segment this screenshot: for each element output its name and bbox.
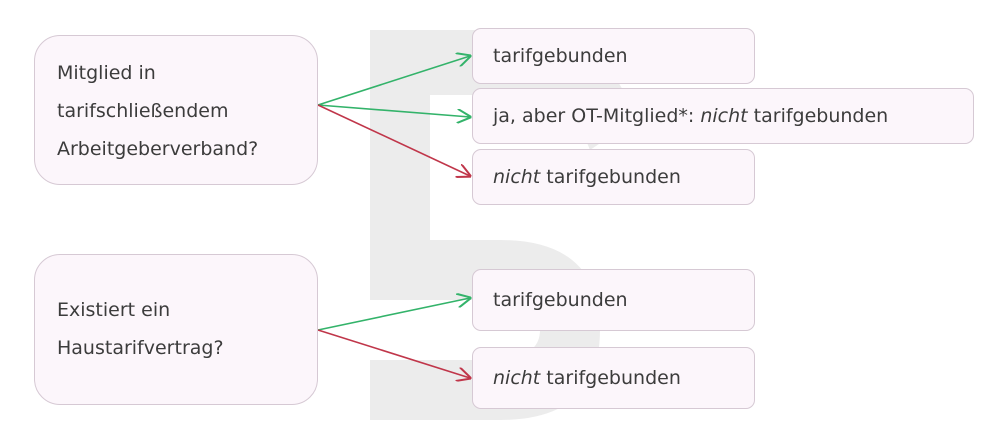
question-line: Haustarifvertrag? [57, 337, 224, 359]
question-line: Mitglied in [57, 62, 156, 84]
answer-box-ot-mitglied: ja, aber OT-Mitglied*: nicht tarifgebund… [472, 88, 974, 144]
question-line: Arbeitgeberverband? [57, 138, 259, 160]
arrow-q2-to-nicht-tarifgebunden [317, 329, 470, 378]
question-box-haustarif: Existiert ein Haustarifvertrag? [34, 254, 318, 405]
answer-text: tarifgebunden [493, 45, 628, 67]
answer-box-tarifgebunden: tarifgebunden [472, 269, 755, 331]
answer-box-nicht-tarifgebunden: nicht tarifgebunden [472, 347, 755, 409]
question-line: tarifschließendem [57, 100, 229, 122]
arrow-q1-to-ot-mitglied [317, 104, 470, 117]
arrow-q1-to-nicht-tarifgebunden [317, 104, 470, 176]
answer-suffix: tarifgebunden [540, 367, 681, 389]
question-box-verband: Mitglied in tarifschließendem Arbeitgebe… [34, 35, 318, 185]
answer-emphasis: nicht [493, 367, 541, 389]
answer-text: tarifgebunden [493, 289, 628, 311]
answer-emphasis: nicht [700, 105, 748, 127]
arrow-q2-to-tarifgebunden [317, 298, 470, 331]
answer-suffix: tarifgebunden [747, 105, 889, 127]
arrow-q1-to-tarifgebunden [317, 56, 470, 106]
question-line: Existiert ein [57, 299, 171, 321]
answer-emphasis: nicht [493, 166, 541, 188]
answer-prefix: ja, aber OT-Mitglied*: [493, 105, 701, 127]
answer-box-nicht-tarifgebunden: nicht tarifgebunden [472, 149, 755, 205]
answer-box-tarifgebunden: tarifgebunden [472, 28, 755, 84]
answer-suffix: tarifgebunden [540, 166, 681, 188]
